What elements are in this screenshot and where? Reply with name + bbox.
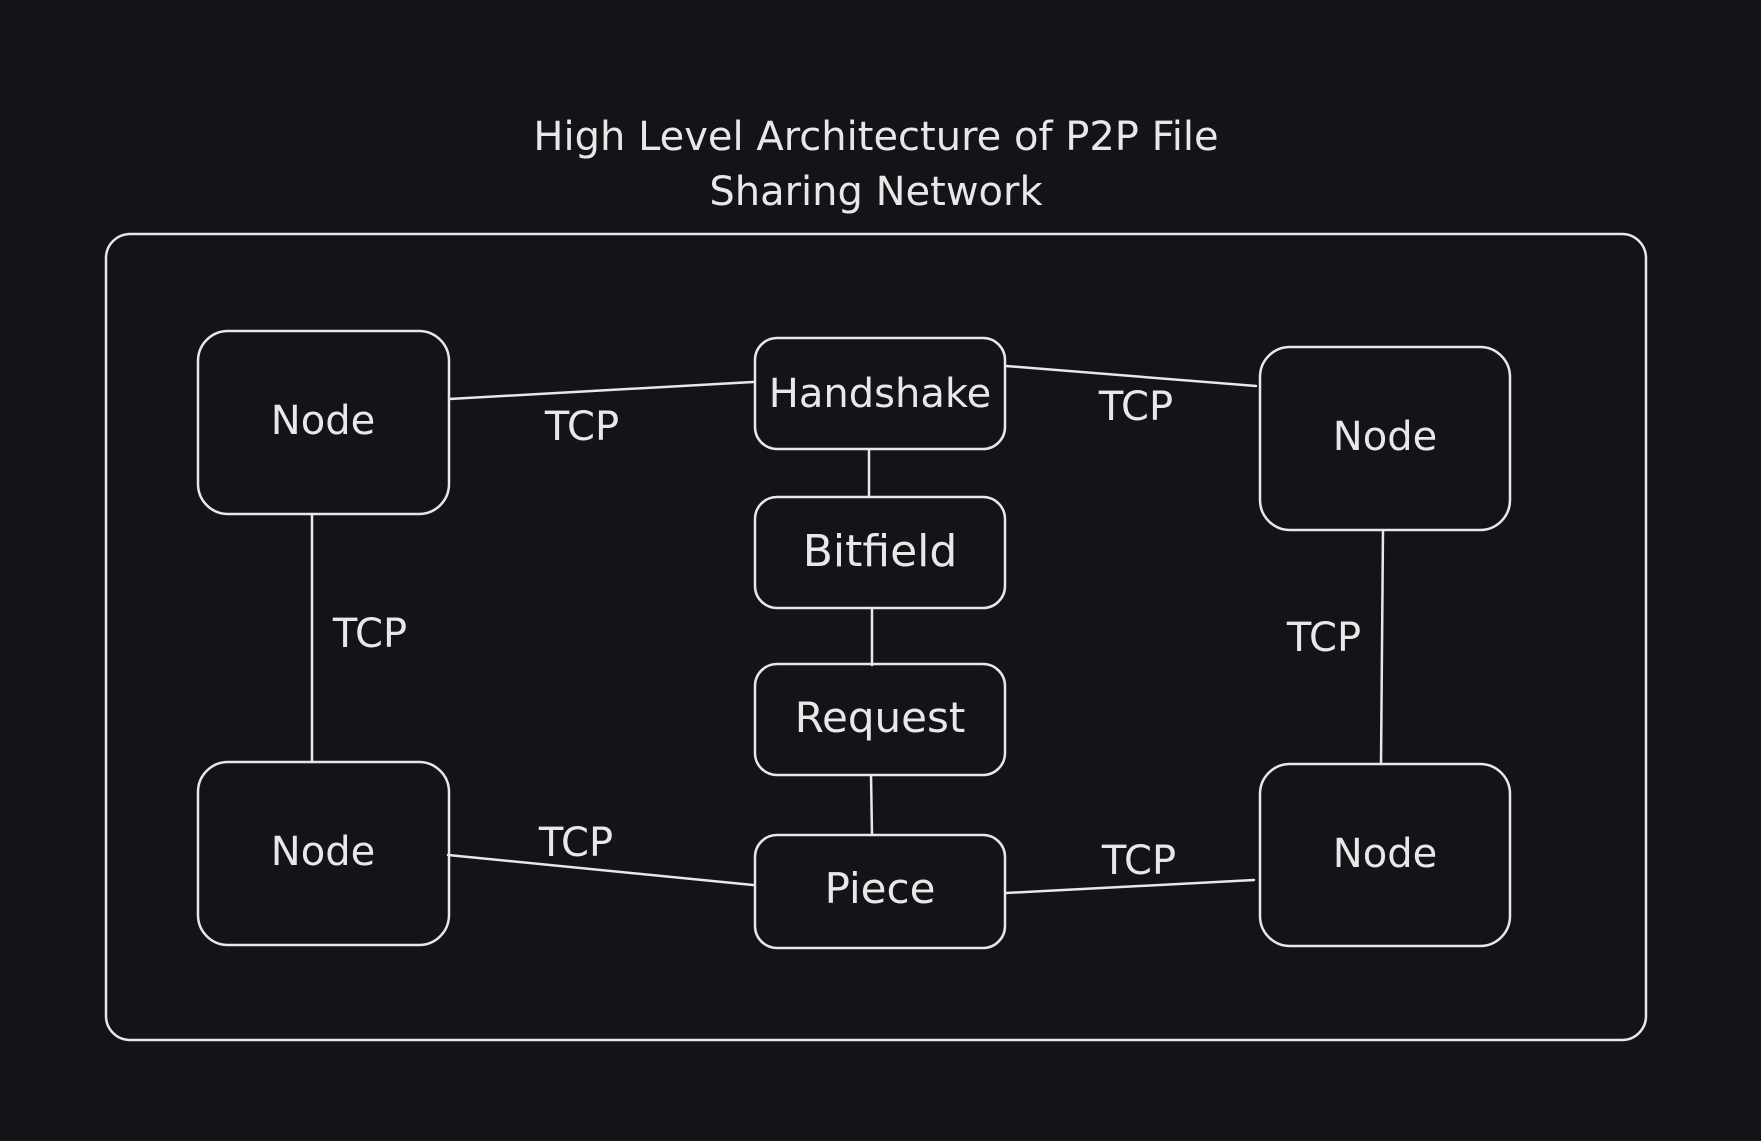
node-top-right-box bbox=[1258, 345, 1512, 532]
edge-request-to-piece bbox=[869, 773, 874, 837]
edge-label-tl-handshake: TCP bbox=[544, 404, 619, 450]
node-bottom-right-label: Node bbox=[1333, 831, 1437, 877]
bitfield-box bbox=[753, 495, 1007, 610]
edge-label-bl-piece: TCP bbox=[538, 820, 613, 866]
edge-node-bl-to-piece bbox=[446, 853, 755, 887]
piece-label: Piece bbox=[825, 864, 936, 913]
edge-label-handshake-tr: TCP bbox=[1098, 384, 1173, 430]
handshake-label: Handshake bbox=[769, 371, 991, 417]
node-top-left-label: Node bbox=[271, 398, 375, 444]
node-bottom-left-box bbox=[196, 760, 451, 947]
request-box bbox=[753, 662, 1007, 777]
request-label: Request bbox=[795, 693, 966, 742]
node-top-left-box bbox=[196, 329, 451, 516]
network-boundary bbox=[104, 232, 1648, 1042]
bitfield-label: Bitfield bbox=[803, 526, 958, 577]
diagram-title-line-2: Sharing Network bbox=[709, 169, 1043, 215]
node-bottom-left-label: Node bbox=[271, 829, 375, 875]
edge-label-tl-bl: TCP bbox=[332, 611, 407, 657]
edge-node-tr-to-node-br bbox=[1379, 528, 1385, 766]
edge-piece-to-node-br bbox=[1004, 878, 1256, 895]
edge-label-tr-br: TCP bbox=[1286, 615, 1361, 661]
diagram-title-line-1: High Level Architecture of P2P File bbox=[533, 114, 1218, 160]
edge-node-tl-to-handshake bbox=[447, 380, 755, 401]
node-bottom-right-box bbox=[1258, 762, 1512, 948]
edge-label-piece-br: TCP bbox=[1101, 838, 1176, 884]
handshake-box bbox=[753, 336, 1007, 451]
edge-handshake-to-node-tr bbox=[1004, 364, 1258, 388]
piece-box bbox=[753, 833, 1007, 950]
node-top-right-label: Node bbox=[1333, 414, 1437, 460]
